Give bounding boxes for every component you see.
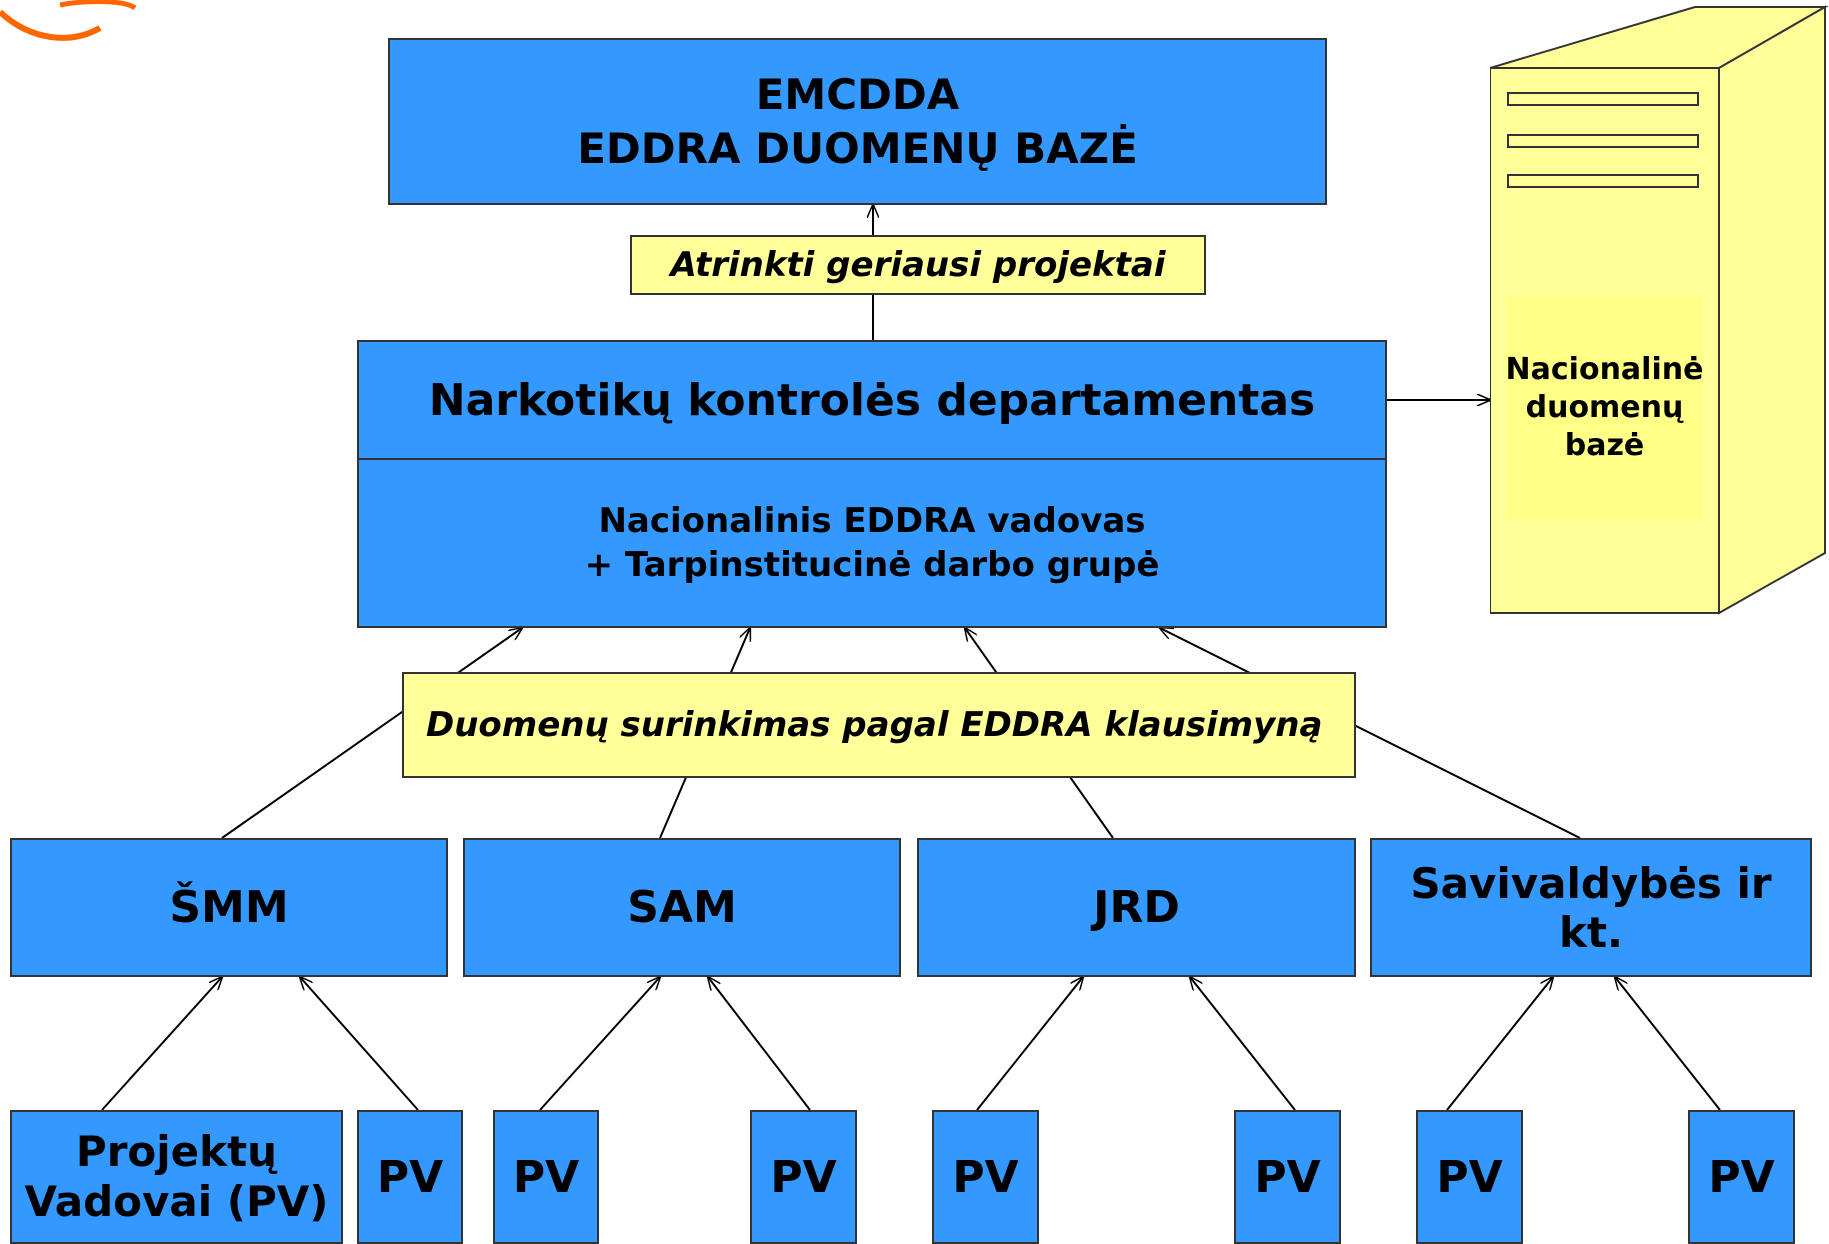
pv-box: PV <box>932 1110 1039 1244</box>
server-label-line2: duomenų <box>1525 390 1684 425</box>
server-icon <box>1490 5 1829 615</box>
arrow-pv4-sam <box>708 977 811 1111</box>
arrow-pv5-jrd <box>976 977 1083 1111</box>
project-leaders-line2: Vadovai (PV) <box>24 1177 329 1226</box>
pv-box: PV <box>1416 1110 1523 1244</box>
pv-box: PV <box>1688 1110 1795 1244</box>
department-body: Nacionalinis EDDRA vadovas + Tarpinstitu… <box>359 460 1385 626</box>
arrow-pv7-sav <box>1446 977 1553 1111</box>
national-leader-text: Nacionalinis EDDRA vadovas <box>598 501 1146 541</box>
arrow-pv8-sav <box>1615 977 1721 1111</box>
emcdda-box: EMCDDA EDDRA DUOMENŲ BAZĖ <box>388 38 1327 205</box>
emcdda-subtitle: EDDRA DUOMENŲ BAZĖ <box>577 123 1138 173</box>
department-box: Narkotikų kontrolės departamentas Nacion… <box>357 340 1387 628</box>
pv-label: PV <box>1254 1151 1321 1203</box>
arrow-pv2-smm <box>300 977 419 1111</box>
department-title: Narkotikų kontrolės departamentas <box>359 342 1385 460</box>
pv-label: PV <box>1708 1151 1775 1203</box>
arrow-pv6-jrd <box>1190 977 1296 1111</box>
arrow-smm-dept <box>221 628 522 839</box>
arrow-sav-dept <box>1160 628 1581 839</box>
pv-label: PV <box>512 1151 580 1203</box>
logo-icon <box>0 0 137 41</box>
ministry-box-jrd: JRD <box>917 838 1356 977</box>
ministry-box-sam: SAM <box>463 838 901 977</box>
pv-label: PV <box>952 1151 1019 1203</box>
emcdda-title: EMCDDA <box>755 69 960 119</box>
arrow-pv3-sam <box>539 977 660 1111</box>
data-collection-label: Duomenų surinkimas pagal EDDRA klausimyn… <box>402 672 1356 778</box>
pv-label: PV <box>376 1151 444 1203</box>
pv-box: PV <box>493 1110 599 1244</box>
selected-projects-text: Atrinkti geriausi projektai <box>670 245 1166 285</box>
pv-box: PV <box>1234 1110 1341 1244</box>
pv-box: PV <box>357 1110 463 1244</box>
data-collection-text: Duomenų surinkimas pagal EDDRA klausimyn… <box>426 705 1323 745</box>
server-label: Nacionalinė duomenų bazė <box>1505 295 1704 521</box>
pv-label: PV <box>770 1151 837 1203</box>
project-leaders-line1: Projektų <box>75 1127 278 1176</box>
working-group-text: + Tarpinstitucinė darbo grupė <box>584 545 1160 585</box>
project-leaders-box: Projektų Vadovai (PV) <box>10 1110 343 1244</box>
department-title-text: Narkotikų kontrolės departamentas <box>428 374 1316 426</box>
arrow-pv1-smm <box>101 977 222 1111</box>
ministry-label: Savivaldybės ir kt. <box>1410 858 1772 957</box>
pv-box: PV <box>750 1110 857 1244</box>
ministry-box-smm: ŠMM <box>10 838 448 977</box>
pv-label: PV <box>1436 1151 1503 1203</box>
server-tower: Nacionalinė duomenų bazė <box>1490 5 1829 620</box>
server-label-line3: bazė <box>1564 428 1645 463</box>
ministry-label: JRD <box>1093 882 1180 933</box>
ministry-label: ŠMM <box>169 882 289 933</box>
server-label-line1: Nacionalinė <box>1505 352 1704 387</box>
ministry-box-municipalities: Savivaldybės ir kt. <box>1370 838 1812 977</box>
ministry-label: SAM <box>627 882 737 933</box>
selected-projects-label: Atrinkti geriausi projektai <box>630 235 1206 295</box>
